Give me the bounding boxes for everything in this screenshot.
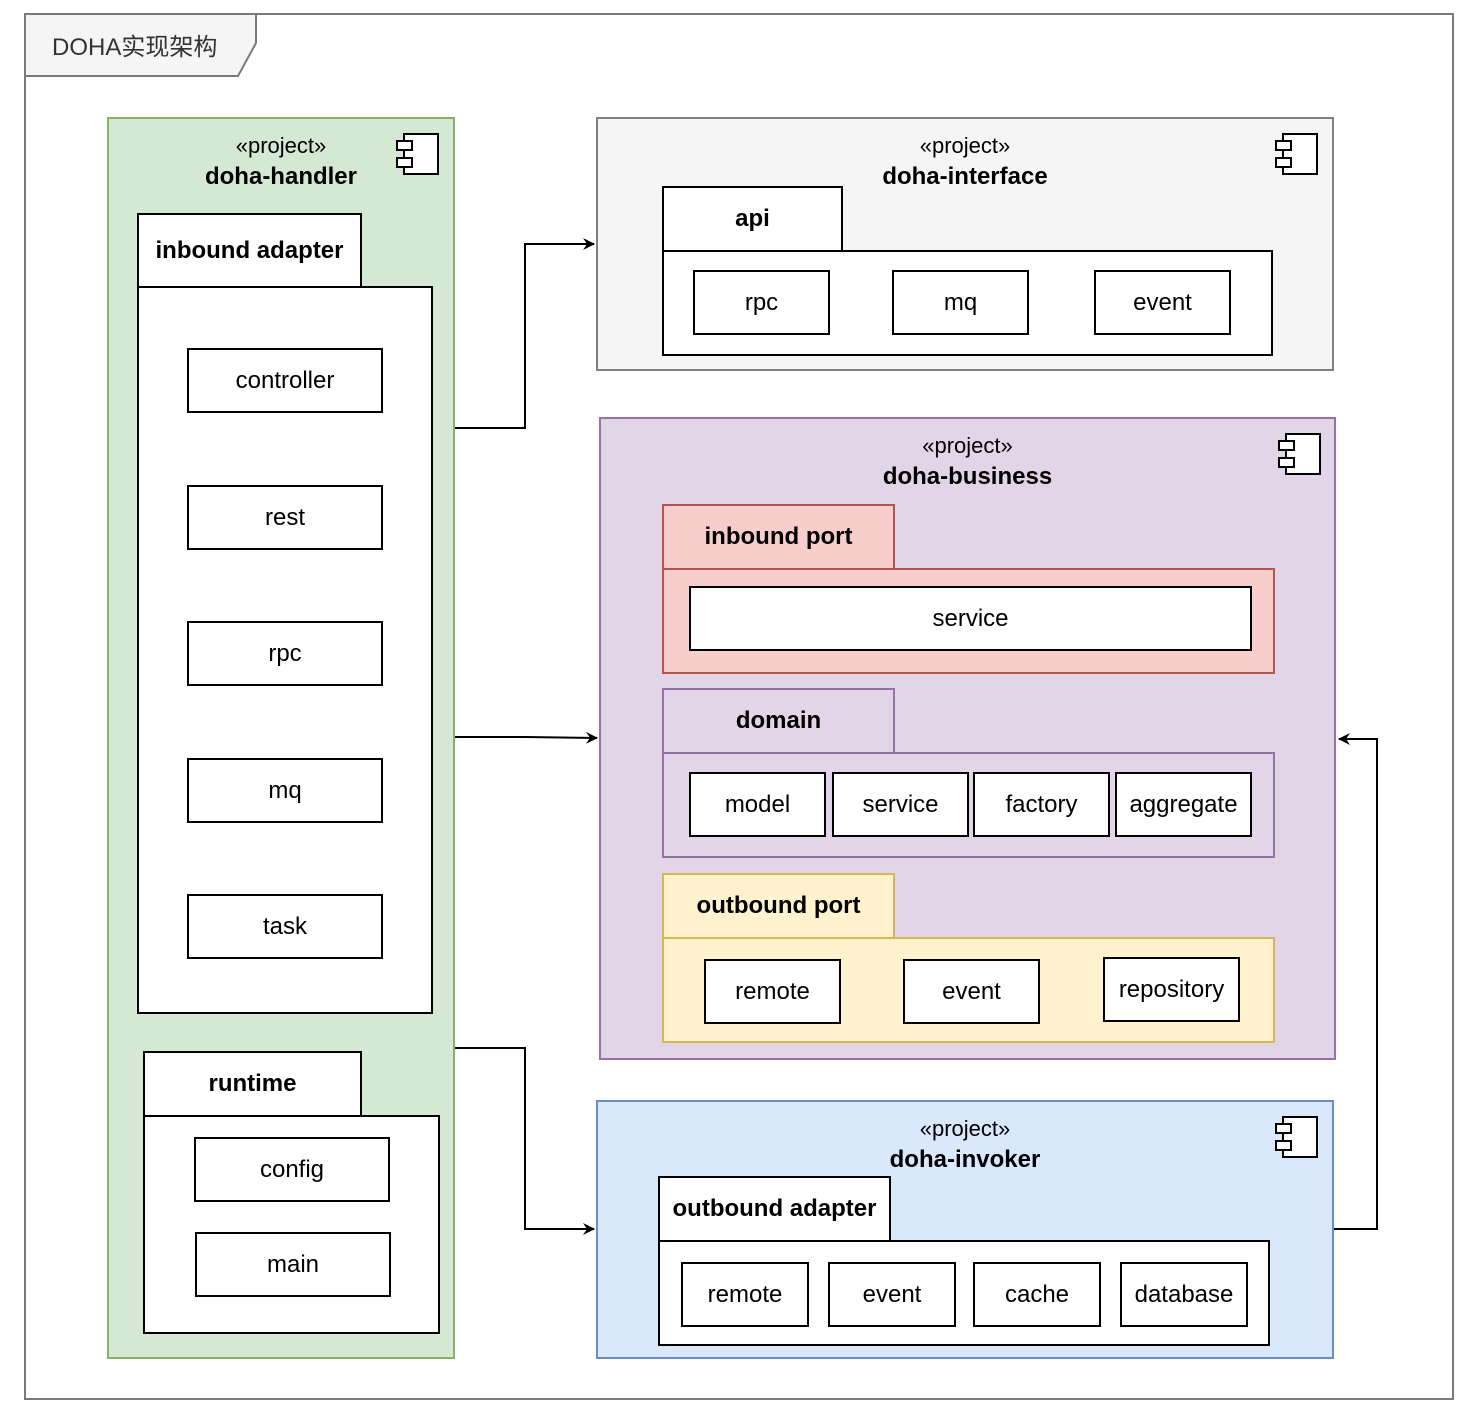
stereotype-label: «project»: [922, 433, 1013, 458]
title-tab-shape: [24, 13, 257, 77]
module-rpc[interactable]: rpc: [187, 621, 383, 686]
module-repository[interactable]: repository: [1103, 957, 1240, 1022]
module-config[interactable]: config: [194, 1137, 390, 1202]
package-tab-domain[interactable]: domain: [662, 688, 895, 754]
arrow-handler-to-invoker: [455, 1047, 595, 1235]
stereotype-label: «project»: [919, 1116, 1011, 1141]
module-service[interactable]: service: [689, 586, 1252, 651]
module-aggregate[interactable]: aggregate: [1115, 772, 1252, 837]
component-icon: [1278, 433, 1321, 475]
module-service[interactable]: service: [832, 772, 969, 837]
project-name: doha-invoker: [889, 1146, 1041, 1173]
package-tab-api[interactable]: api: [662, 186, 843, 252]
module-task[interactable]: task: [187, 894, 383, 959]
stereotype-label: «project»: [919, 133, 1011, 158]
diagram-title-tab: DOHA实现架构: [24, 13, 258, 77]
component-icon: [1275, 1116, 1318, 1158]
module-factory[interactable]: factory: [973, 772, 1110, 837]
module-remote[interactable]: remote: [681, 1262, 809, 1327]
package-tab-outbound-adapter[interactable]: outbound adapter: [658, 1176, 891, 1242]
module-event[interactable]: event: [1094, 270, 1231, 335]
module-event[interactable]: event: [903, 959, 1040, 1024]
diagram-frame: [24, 13, 1454, 1400]
arrow-handler-to-business: [455, 731, 598, 744]
arrow-invoker-to-business: [1334, 733, 1378, 1230]
module-main[interactable]: main: [195, 1232, 391, 1297]
module-remote[interactable]: remote: [704, 959, 841, 1024]
arrow-handler-to-interface: [455, 238, 595, 429]
module-event[interactable]: event: [828, 1262, 956, 1327]
module-rest[interactable]: rest: [187, 485, 383, 550]
project-name: doha-interface: [882, 163, 1048, 190]
diagram-title: DOHA实现架构: [52, 34, 218, 61]
package-tab-outbound-port[interactable]: outbound port: [662, 873, 895, 939]
module-cache[interactable]: cache: [973, 1262, 1101, 1327]
project-name: doha-business: [882, 463, 1053, 490]
module-controller[interactable]: controller: [187, 348, 383, 413]
module-database[interactable]: database: [1120, 1262, 1248, 1327]
module-model[interactable]: model: [689, 772, 826, 837]
module-mq[interactable]: mq: [187, 758, 383, 823]
package-tab-inbound-port[interactable]: inbound port: [662, 504, 895, 570]
stereotype-label: «project»: [235, 133, 327, 158]
component-icon: [1275, 133, 1318, 175]
component-icon: [396, 133, 439, 175]
module-rpc[interactable]: rpc: [693, 270, 830, 335]
module-mq[interactable]: mq: [892, 270, 1029, 335]
project-name: doha-handler: [204, 163, 357, 190]
